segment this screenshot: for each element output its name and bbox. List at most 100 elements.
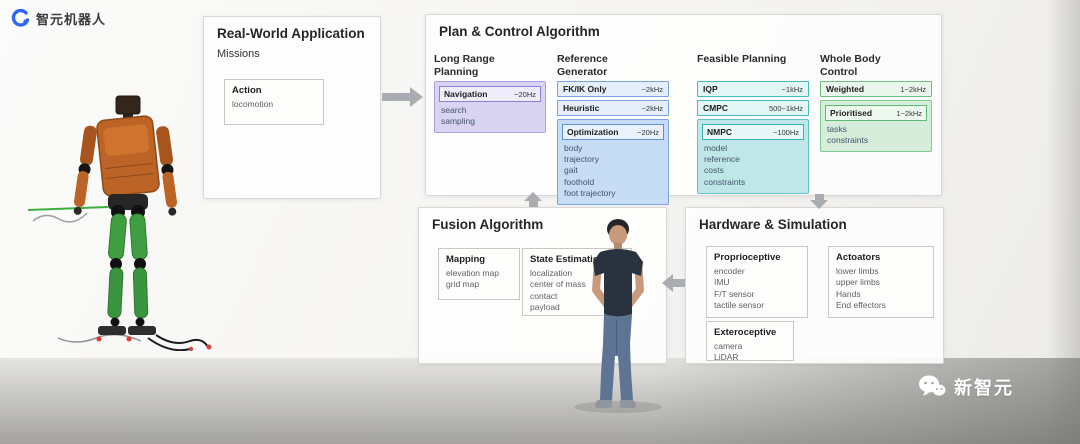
- box-items: model reference costs constraints: [702, 140, 804, 189]
- box-item: constraints: [704, 176, 746, 187]
- brand-logo: 智元机器人: [10, 8, 106, 28]
- box-item: End effectors: [836, 300, 886, 311]
- box-frequency: 1~2kHz: [900, 84, 926, 94]
- box-items: tasks constraints: [825, 121, 927, 147]
- box-frequency: 1~2kHz: [896, 108, 922, 118]
- box-item: foot trajectory: [564, 187, 616, 198]
- box-item: elevation map: [446, 268, 499, 278]
- agibot-logo-icon: [11, 8, 30, 27]
- box-item: tasks: [827, 124, 847, 134]
- box-name: Mapping: [446, 254, 486, 265]
- column-label: Reference Generator: [557, 53, 608, 79]
- box-item: upper limbs: [836, 277, 880, 288]
- screen-right-edge: [1046, 0, 1080, 444]
- box-items: search sampling: [439, 102, 541, 128]
- box-name: State Estimation: [530, 254, 605, 265]
- missions-label: Missions: [217, 48, 260, 60]
- floor-shading: [650, 358, 1080, 444]
- box-name: Proprioceptive: [714, 252, 781, 263]
- robot-figure: [28, 95, 212, 351]
- fkik-only-box: FK/IK Only ~2kHz: [557, 81, 669, 97]
- box-frequency: ~1kHz: [781, 84, 803, 94]
- box-name: Prioritised: [830, 108, 873, 118]
- column-label: Feasible Planning: [697, 53, 787, 65]
- prioritised-box: Prioritised 1~2kHz tasks constraints: [820, 100, 932, 153]
- panel-title: Fusion Algorithm: [432, 217, 544, 232]
- box-item: Hands: [836, 288, 861, 299]
- panel-hardware-simulation: Hardware & Simulation Proprioceptive enc…: [685, 207, 944, 364]
- watermark-text: 新智元: [954, 378, 1014, 398]
- action-box-item: locomotion: [232, 99, 274, 109]
- box-name: CMPC: [703, 103, 729, 113]
- cmpc-box: CMPC 500~1kHz: [697, 100, 809, 116]
- box-name: FK/IK Only: [563, 84, 607, 94]
- box-item: LiDAR: [714, 352, 739, 363]
- column-label: Whole Body Control: [820, 53, 881, 79]
- box-item: IMU: [714, 277, 730, 288]
- panel-real-world-application: Real-World Application Missions Action l…: [203, 16, 381, 199]
- mapping-box: Mapping elevation map grid map: [438, 248, 520, 300]
- box-item: encoder: [714, 266, 745, 276]
- presenter: [574, 219, 662, 413]
- watermark: 新智元: [918, 374, 1014, 400]
- box-item: foothold: [564, 176, 595, 187]
- panel-title: Plan & Control Algorithm: [439, 24, 600, 39]
- box-frequency: ~20Hz: [637, 127, 659, 137]
- iqp-box: IQP ~1kHz: [697, 81, 809, 97]
- actuators-box: Actoators lower limbs upper limbs Hands …: [828, 246, 934, 318]
- box-name: Navigation: [444, 89, 488, 99]
- panel-title: Real-World Application: [217, 26, 365, 41]
- column-feasible-planning: Feasible Planning IQP ~1kHz CMPC 500~1kH…: [697, 53, 809, 194]
- box-frequency: ~2kHz: [641, 84, 663, 94]
- box-item: constraints: [827, 135, 869, 146]
- column-label: Long Range Planning: [434, 53, 495, 79]
- box-frequency: ~20Hz: [514, 89, 536, 99]
- column-whole-body-control: Whole Body Control Weighted 1~2kHz Prior…: [820, 53, 932, 153]
- panel-plan-control-algorithm: Plan & Control Algorithm Long Range Plan…: [425, 14, 942, 206]
- column-long-range-planning: Long Range Planning Navigation ~20Hz sea…: [434, 53, 546, 134]
- wechat-icon: [919, 375, 946, 396]
- box-frequency: 500~1kHz: [769, 103, 803, 113]
- optimization-header: Optimization ~20Hz: [562, 124, 664, 140]
- box-name: NMPC: [707, 127, 733, 137]
- box-item: gait: [564, 165, 578, 176]
- box-item: search: [441, 105, 467, 115]
- box-name: Actoators: [836, 252, 881, 263]
- nmpc-box: NMPC ~100Hz model reference costs constr…: [697, 119, 809, 194]
- box-items: body trajectory gait foothold foot traje…: [562, 140, 664, 200]
- box-item: model: [704, 143, 728, 153]
- box-item: reference: [704, 154, 740, 165]
- box-frequency: ~2kHz: [641, 103, 663, 113]
- box-name: Weighted: [826, 84, 865, 94]
- box-item: payload: [530, 302, 560, 313]
- box-item: contact: [530, 290, 558, 301]
- column-reference-generator: Reference Generator FK/IK Only ~2kHz Heu…: [557, 53, 669, 206]
- exteroceptive-box: Exteroceptive camera LiDAR: [706, 321, 794, 363]
- weighted-box: Weighted 1~2kHz: [820, 81, 932, 97]
- navigation-box: Navigation ~20Hz search sampling: [434, 81, 546, 134]
- box-item: tactile sensor: [714, 300, 765, 311]
- box-item: center of mass: [530, 279, 586, 290]
- box-name: Exteroceptive: [714, 327, 777, 338]
- box-item: body: [564, 143, 583, 153]
- box-name: Heuristic: [563, 103, 600, 113]
- prioritised-header: Prioritised 1~2kHz: [825, 105, 927, 121]
- optimization-box: Optimization ~20Hz body trajectory gait …: [557, 119, 669, 206]
- box-item: costs: [704, 165, 724, 176]
- box-item: trajectory: [564, 154, 599, 165]
- box-item: grid map: [446, 279, 480, 290]
- heuristic-box: Heuristic ~2kHz: [557, 100, 669, 116]
- box-frequency: ~100Hz: [772, 127, 799, 137]
- navigation-header: Navigation ~20Hz: [439, 86, 541, 102]
- box-item: camera: [714, 341, 743, 351]
- box-item: F/T sensor: [714, 288, 755, 299]
- action-box-name: Action: [232, 85, 262, 96]
- box-name: Optimization: [567, 127, 619, 137]
- box-item: sampling: [441, 116, 476, 127]
- box-item: localization: [530, 268, 573, 278]
- brand-name: 智元机器人: [36, 11, 107, 27]
- panel-title: Hardware & Simulation: [699, 217, 847, 232]
- box-item: lower limbs: [836, 266, 879, 276]
- nmpc-header: NMPC ~100Hz: [702, 124, 804, 140]
